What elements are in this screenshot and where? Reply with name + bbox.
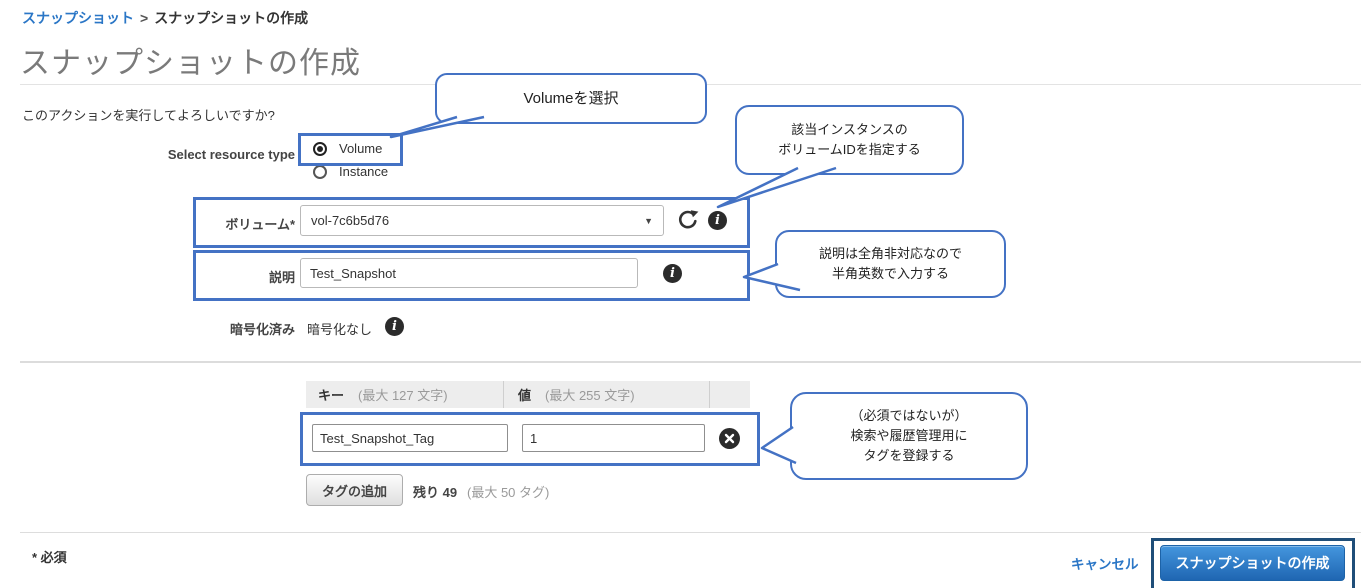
radio-volume-icon[interactable] [313, 141, 327, 156]
volume-select[interactable]: vol-7c6b5d76 ▼ [300, 205, 664, 236]
resource-type-label: Select resource type [167, 147, 295, 162]
footer-divider [20, 532, 1361, 533]
remove-tag-icon[interactable] [719, 428, 740, 449]
refresh-icon-svg [678, 210, 699, 229]
radio-option-volume[interactable]: Volume [313, 141, 382, 156]
tag-key-hint: (最大 127 文字) [358, 388, 448, 403]
tag-value-header: 値 [518, 388, 532, 403]
callout-select-volume-text: Volumeを選択 [523, 89, 619, 107]
tag-key-input[interactable] [312, 424, 508, 452]
refresh-icon[interactable] [676, 208, 700, 232]
tag-value-column-header: 値 (最大 255 文字) [503, 381, 709, 408]
tag-value-input[interactable] [522, 424, 705, 452]
close-x-glyph [724, 433, 735, 444]
chevron-down-icon: ▼ [644, 215, 653, 226]
callout-volume-id-line1: 該当インスタンスの [791, 121, 908, 137]
callout-volume-id: 該当インスタンスの ボリュームIDを指定する [735, 105, 964, 175]
callout-tags-line2: 検索や履歴管理用に [850, 427, 968, 443]
required-note: * 必須 [32, 550, 67, 565]
callout-description-ascii: 説明は全角非対応なので 半角英数で入力する [775, 230, 1006, 298]
section-divider [20, 361, 1361, 363]
callout-description-ascii-line1: 説明は全角非対応なので [818, 245, 962, 261]
description-input[interactable] [300, 258, 638, 288]
callout-select-volume: Volumeを選択 [435, 73, 707, 124]
page-title: スナップショットの作成 [20, 47, 361, 80]
tags-max-hint: (最大 50 タグ) [467, 485, 550, 500]
create-snapshot-button[interactable]: スナップショットの作成 [1160, 545, 1345, 581]
callout-tags: （必須ではないが） 検索や履歴管理用に タグを登録する [790, 392, 1028, 480]
cancel-button[interactable]: キャンセル [1071, 557, 1139, 572]
volume-label: ボリューム* [225, 217, 295, 232]
callout-description-ascii-line2: 半角英数で入力する [831, 266, 949, 281]
tag-value-hint: (最大 255 文字) [545, 388, 635, 403]
radio-volume-label: Volume [339, 141, 383, 156]
breadcrumb-separator: > [140, 10, 149, 26]
encryption-label: 暗号化済み [229, 322, 295, 337]
info-glyph: i [715, 213, 720, 228]
radio-instance-icon[interactable] [313, 164, 327, 179]
breadcrumb-snapshots-link[interactable]: スナップショット [22, 10, 134, 26]
breadcrumb-current: スナップショットの作成 [154, 10, 309, 26]
breadcrumb: スナップショット > スナップショットの作成 [22, 8, 308, 28]
callout-tags-line3: タグを登録する [863, 448, 955, 464]
tag-key-header: キー [318, 388, 345, 403]
tag-key-column-header: キー (最大 127 文字) [306, 381, 503, 408]
radio-option-instance[interactable]: Instance [313, 164, 388, 179]
add-tag-button[interactable]: タグの追加 [306, 474, 403, 506]
radio-instance-label: Instance [339, 164, 389, 179]
info-glyph: i [392, 319, 397, 334]
info-glyph: i [670, 266, 675, 281]
info-icon-description[interactable]: i [663, 264, 682, 283]
tags-remaining: 残り 49 [413, 485, 458, 500]
volume-select-value: vol-7c6b5d76 [311, 213, 390, 228]
confirmation-question: このアクションを実行してよろしいですか? [22, 108, 275, 123]
info-icon-encryption[interactable]: i [385, 317, 404, 336]
encryption-value: 暗号化なし [307, 322, 373, 337]
tag-table-header: キー (最大 127 文字) 値 (最大 255 文字) [306, 381, 750, 408]
callout-volume-id-line2: ボリュームIDを指定する [778, 142, 921, 157]
tag-actions-column-header [709, 381, 750, 408]
description-label: 説明 [268, 270, 295, 285]
info-icon-volume[interactable]: i [708, 211, 727, 230]
callout-tags-line1: （必須ではないが） [850, 407, 968, 423]
